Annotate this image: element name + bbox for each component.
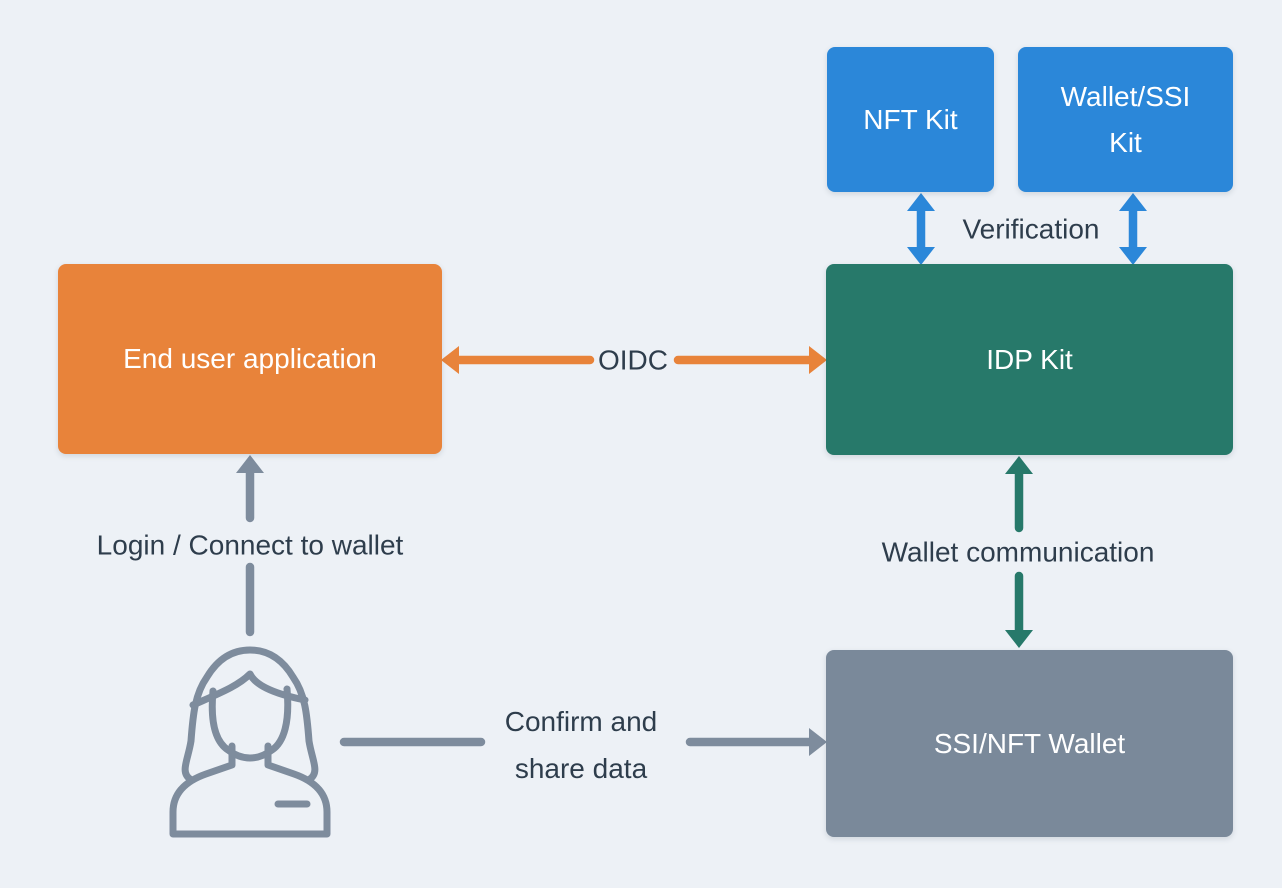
- node-nft-kit[interactable]: NFT Kit: [827, 47, 994, 192]
- login-arrow: [236, 455, 264, 637]
- oidc-arrow: [441, 346, 827, 374]
- verification-label: Verification: [962, 213, 1100, 245]
- person-face: [208, 685, 292, 762]
- user-person-icon: [169, 646, 331, 838]
- node-wallet-ssi-kit[interactable]: Wallet/SSI Kit: [1018, 47, 1233, 192]
- confirm-share-data-label: Confirm and share data: [504, 706, 658, 784]
- person-torso: [169, 742, 331, 838]
- node-ssi-nft-wallet[interactable]: SSI/NFT Wallet: [826, 650, 1233, 837]
- node-ssi-nft-wallet-label: SSI/NFT Wallet: [933, 727, 1126, 759]
- verification-arrow-right: [1119, 193, 1147, 265]
- node-wallet-ssi-kit-label: Wallet/SSI Kit: [1060, 80, 1191, 158]
- verification-arrow-left: [907, 193, 935, 265]
- node-end-user-application[interactable]: End user application: [58, 264, 442, 454]
- node-end-user-application-label: End user application: [123, 343, 377, 374]
- node-idp-kit[interactable]: IDP Kit: [826, 264, 1233, 455]
- login-label: Login / Connect to wallet: [96, 529, 404, 561]
- oidc-label: OIDC: [598, 344, 668, 376]
- confirm-arrow: [339, 728, 827, 756]
- person-hair: [181, 646, 319, 783]
- node-idp-kit-label: IDP Kit: [986, 343, 1073, 375]
- person-fringe: [189, 670, 309, 709]
- wallet-communication-arrow: [1005, 456, 1033, 648]
- node-nft-kit-label: NFT Kit: [863, 103, 958, 135]
- wallet-communication-label: Wallet communication: [881, 536, 1155, 568]
